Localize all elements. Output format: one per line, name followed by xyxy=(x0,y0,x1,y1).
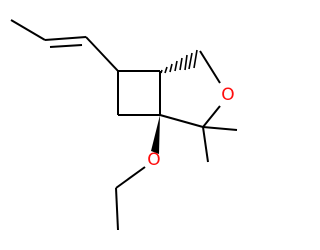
bond-vinyl-double-outer xyxy=(44,36,87,41)
bond-vinyl-ring xyxy=(85,36,119,72)
bond-o-cme2 xyxy=(202,105,221,128)
wedge-bond-ethoxy xyxy=(151,115,160,154)
bond-methyl-b xyxy=(202,126,209,163)
bond-vinyl-double-inner xyxy=(49,44,83,48)
molecule-structure: O O xyxy=(10,19,238,231)
bond-ch2-ch3 xyxy=(115,187,119,231)
hashed-bond-c1-ch2 xyxy=(160,49,198,74)
ether-oxygen-label: O xyxy=(147,150,160,170)
bond-methyl-vinyl xyxy=(10,19,46,41)
ring-oxygen-label: O xyxy=(221,85,234,105)
bond-methyl-a xyxy=(202,126,238,131)
wedge-bond-propenyl xyxy=(85,35,117,72)
bond-ch2-o xyxy=(199,50,221,84)
bond-c5-cme2 xyxy=(159,114,204,128)
bond-o-ch2 xyxy=(115,166,146,189)
